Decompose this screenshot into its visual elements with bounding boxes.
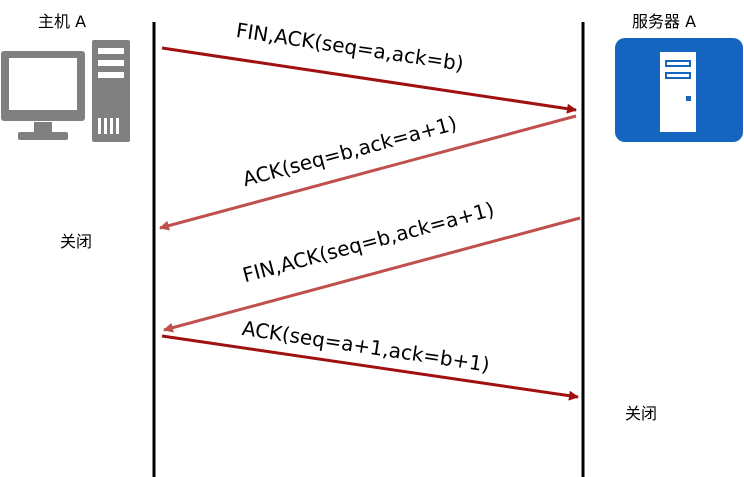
message-arrow-3 [163,216,581,333]
message-arrow-4 [161,334,579,401]
server-label: 服务器 A [632,12,697,31]
message-arrow-2 [159,114,577,231]
host-label: 主机 A [38,12,87,31]
server-icon [615,38,743,142]
desktop-computer-icon [0,40,130,142]
message-arrow-1 [161,46,577,114]
host-closed-label: 关闭 [60,232,93,251]
server-closed-label: 关闭 [625,404,658,423]
